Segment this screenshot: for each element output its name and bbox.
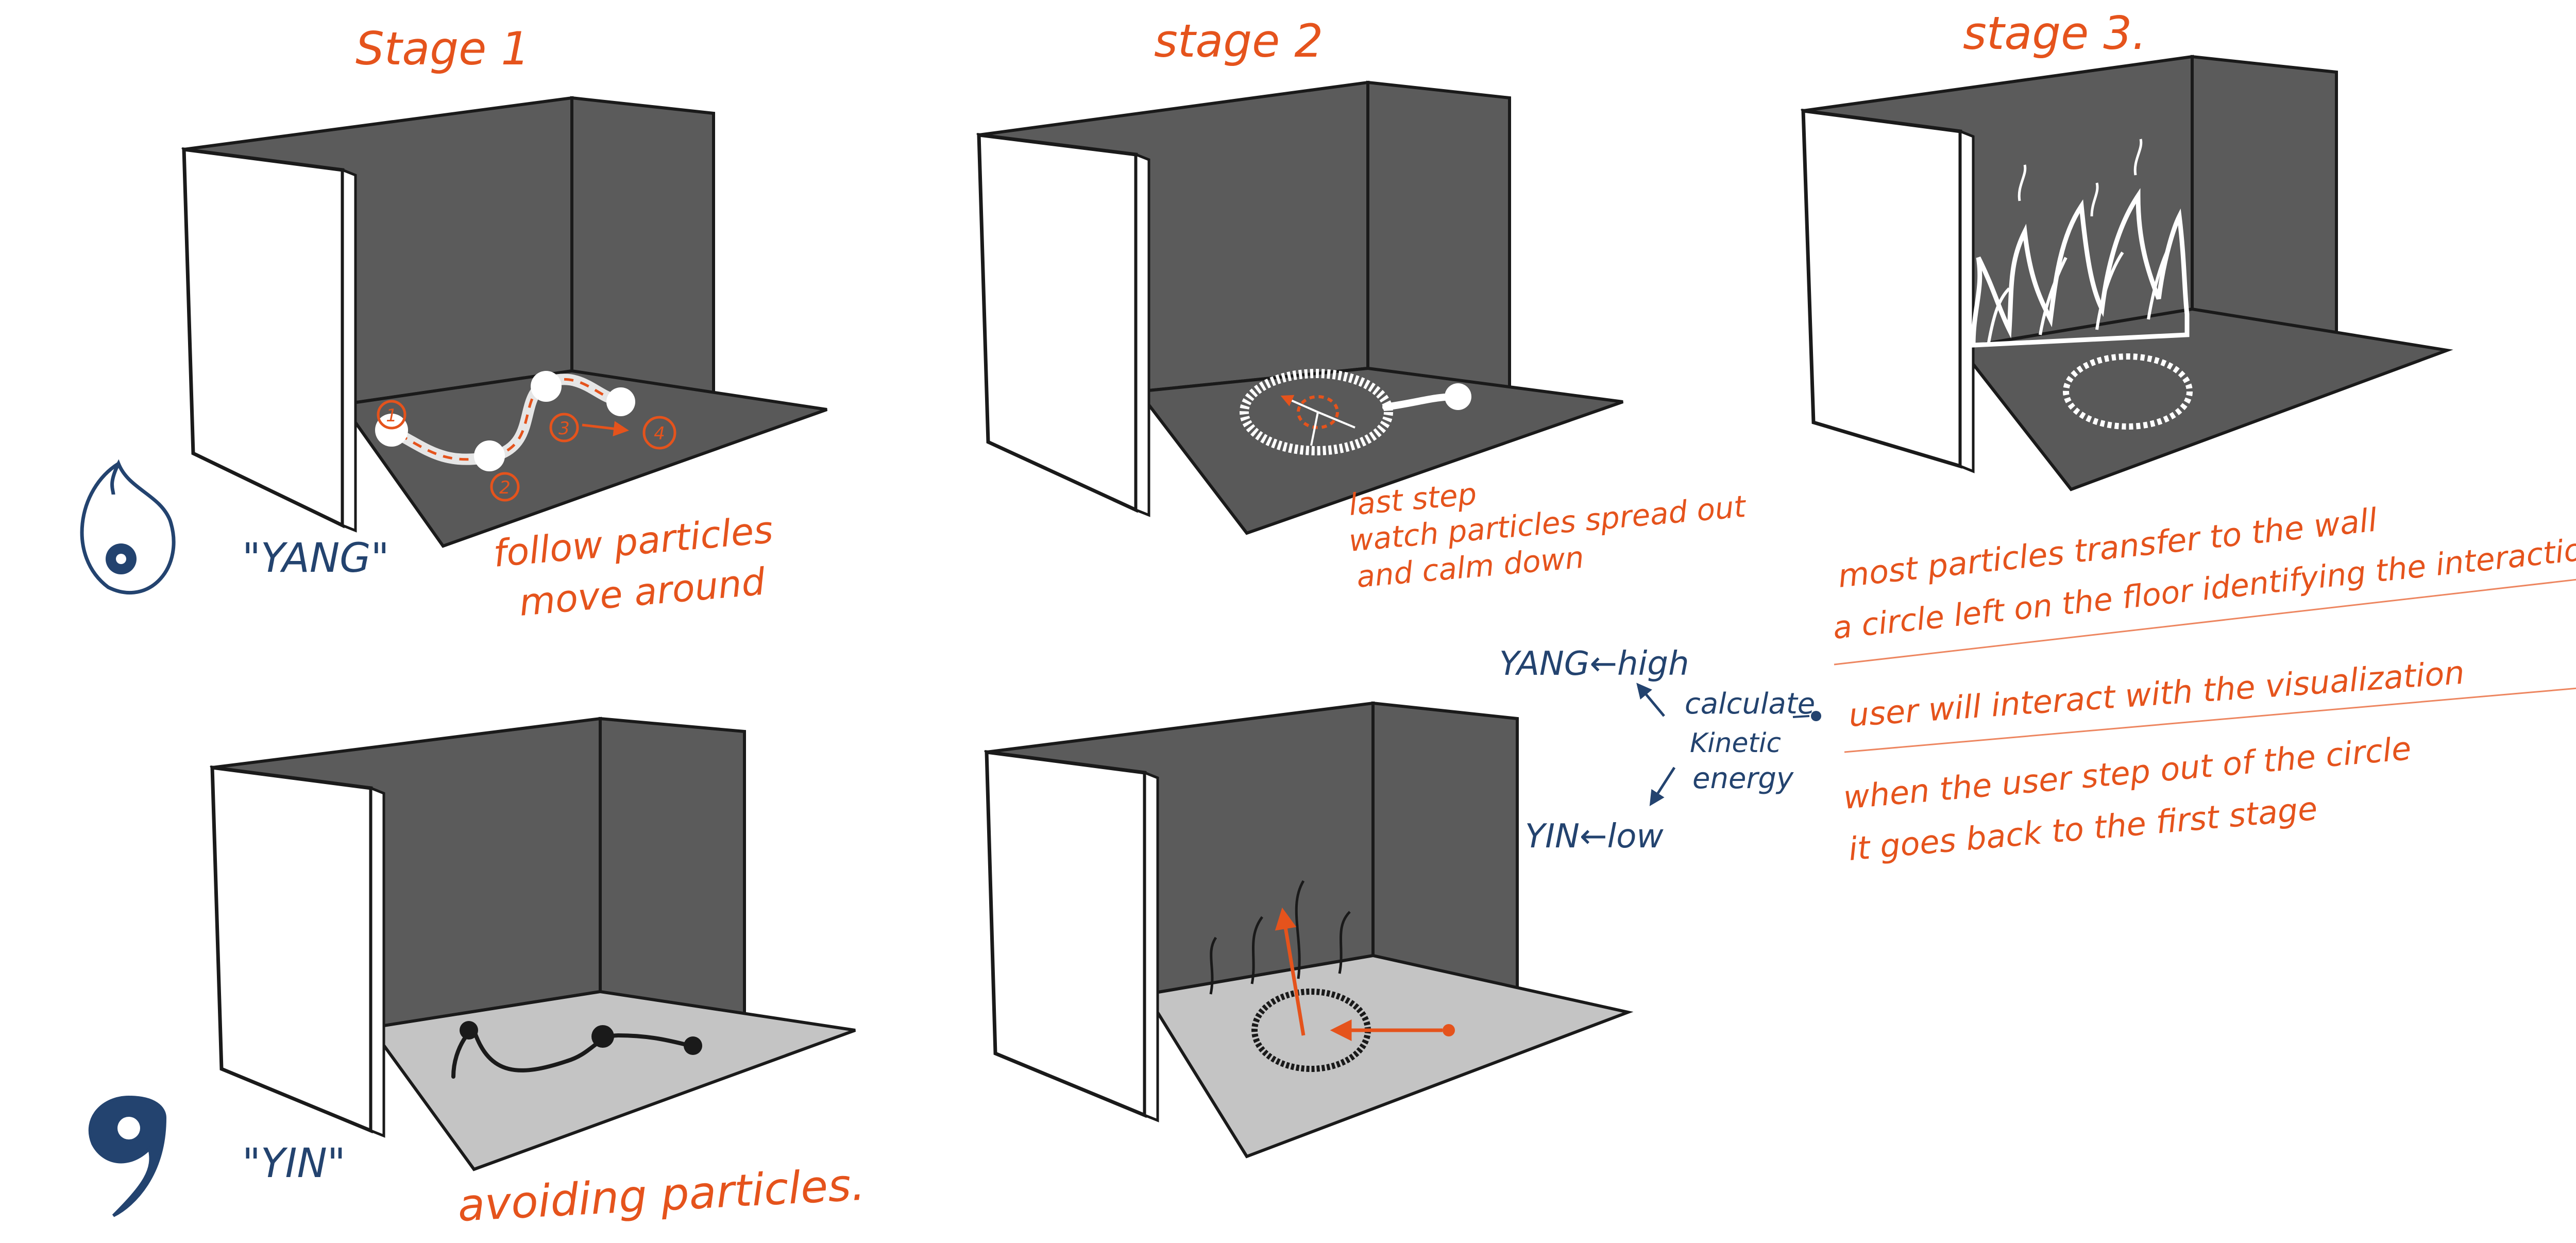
room-stage3 — [1800, 55, 2453, 491]
particle-cluster — [460, 1021, 478, 1040]
high-arrow — [1636, 683, 1665, 717]
svg-text:2: 2 — [499, 478, 511, 498]
wall-flames-tips — [2018, 139, 2143, 217]
particle-cluster — [591, 1025, 614, 1048]
stage1-title: Stage 1 — [355, 22, 530, 75]
low-arrow — [1649, 767, 1676, 807]
floor — [1957, 307, 2453, 491]
room-stage1-yin — [210, 717, 856, 1171]
particle-cluster — [684, 1036, 702, 1055]
divider-line — [1834, 578, 2576, 666]
partition-edge — [1143, 771, 1159, 1122]
bullet-connector — [1792, 715, 1810, 718]
stage3-note-line4: when the user step out of the circle — [1842, 729, 2413, 816]
room-stage2 — [976, 80, 1623, 535]
partition-edge — [369, 786, 385, 1138]
yin-low-label: YIN←low — [1525, 818, 1664, 856]
divider-line — [1844, 687, 2576, 753]
spread-arrow — [1310, 412, 1319, 446]
step-marker-2: 2 — [490, 472, 520, 502]
step-marker-3: 3 — [549, 413, 579, 442]
yang-high-label: YANG←high — [1499, 645, 1689, 683]
wall-wisps — [1209, 880, 1351, 995]
energy-label: energy — [1692, 762, 1794, 795]
particle-cluster — [474, 440, 505, 471]
wall-flames-inner — [1987, 246, 2171, 343]
white-partition — [182, 147, 345, 529]
avoiding-label: avoiding particles. — [456, 1159, 867, 1232]
yang-label: "YANG" — [242, 535, 389, 582]
particle-trail-detail — [383, 378, 629, 461]
white-partition — [1801, 108, 1962, 469]
partition-edge — [1959, 129, 1975, 473]
stage3-title: stage 3. — [1963, 7, 2146, 60]
user-dot — [1443, 1024, 1455, 1036]
particle-cluster — [606, 387, 635, 416]
partition-edge — [1134, 152, 1150, 517]
stage2-title: stage 2 — [1154, 14, 1323, 67]
center-marker — [1297, 395, 1339, 429]
spread-arrow — [1280, 395, 1318, 413]
bullet-dot — [1811, 711, 1821, 721]
yin-symbol — [88, 1095, 167, 1217]
yin-label: "YIN" — [242, 1140, 346, 1187]
yang-symbol — [80, 459, 176, 595]
white-partition — [985, 750, 1147, 1118]
upward-arrow — [1275, 907, 1306, 1036]
room-stage1-yang: 1 2 3 4 — [181, 96, 828, 548]
floor — [340, 369, 828, 548]
particle-cluster — [1445, 383, 1471, 410]
svg-text:3: 3 — [558, 418, 570, 439]
svg-text:4: 4 — [654, 423, 665, 444]
floor — [1136, 366, 1623, 535]
kinetic-label: Kinetic — [1690, 728, 1781, 759]
particle-cluster — [531, 371, 562, 402]
particle-cluster — [375, 414, 408, 447]
wall-flames — [1971, 188, 2190, 348]
step-arrow — [582, 421, 629, 437]
spread-arrow — [1317, 411, 1355, 429]
floor — [368, 990, 856, 1171]
interaction-circle — [2063, 353, 2193, 430]
step-marker-1: 1 — [377, 400, 406, 430]
stage3-note-line3: user will interact with the visualizatio… — [1848, 654, 2466, 734]
svg-text:1: 1 — [386, 405, 397, 426]
particle-ring — [1240, 369, 1393, 455]
room-stage2-yin — [984, 701, 1634, 1159]
white-partition — [210, 765, 373, 1134]
floor — [1144, 953, 1634, 1159]
step-marker-4: 4 — [642, 416, 676, 450]
calculate-label: calculate — [1685, 687, 1815, 721]
partition-edge — [341, 168, 357, 533]
white-partition — [977, 133, 1138, 513]
